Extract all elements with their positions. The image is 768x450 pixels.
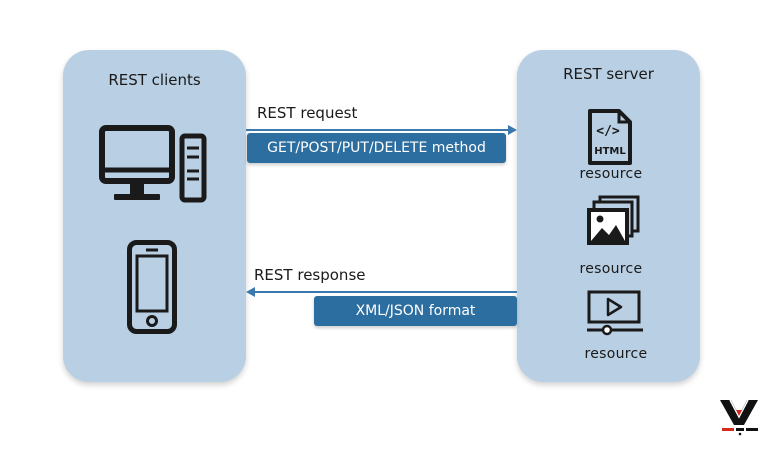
resource-label-video: resource <box>584 346 648 362</box>
svg-text:</>: </> <box>596 124 620 139</box>
rest-response-label: REST response <box>254 266 366 284</box>
video-player-icon <box>585 290 645 336</box>
rest-request-label: REST request <box>257 104 358 122</box>
smartphone-icon <box>127 240 177 334</box>
desktop-computer-icon <box>98 124 210 204</box>
svg-text:HTML: HTML <box>594 146 626 157</box>
rest-clients-title: REST clients <box>108 71 201 89</box>
rest-server-panel: REST server </> HTML resource resource <box>517 50 700 382</box>
rest-clients-panel: REST clients <box>63 50 246 382</box>
request-method-box: GET/POST/PUT/DELETE method <box>247 133 506 163</box>
watermark-logo-icon <box>716 398 762 438</box>
rest-server-title: REST server <box>563 65 654 83</box>
image-gallery-icon <box>584 194 642 248</box>
response-arrow-icon <box>245 286 517 298</box>
response-format-box: XML/JSON format <box>314 296 517 326</box>
html-file-icon: </> HTML <box>587 108 633 166</box>
resource-label-image: resource <box>579 261 643 277</box>
resource-label-html: resource <box>579 166 643 182</box>
request-arrow-icon <box>246 124 518 136</box>
